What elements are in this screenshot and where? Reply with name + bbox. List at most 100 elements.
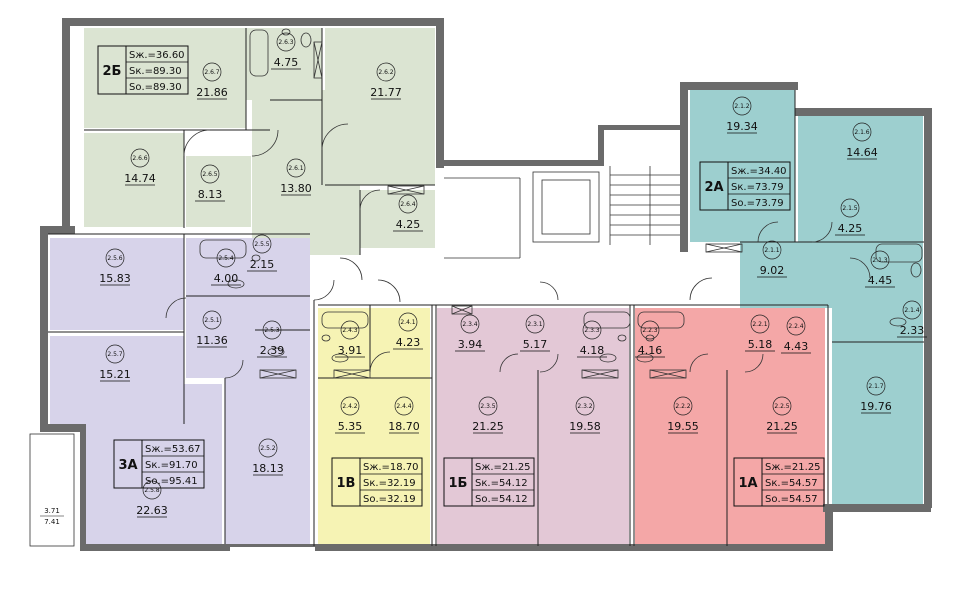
room-code-circle [340,320,360,340]
apartment-name: 1В [337,476,356,491]
room-code-circle [525,314,545,334]
room-code-circle [276,32,296,52]
room-area: 22.63 [136,504,168,517]
room-area: 9.02 [760,264,785,277]
outer-walls [40,18,932,551]
room-code-circle [202,62,222,82]
room-area: 14.64 [846,146,878,159]
room-code: 2.6.6 [132,155,147,162]
room-code: 2.1.3 [872,257,887,264]
room-area: 11.36 [196,334,228,347]
apartment-box [331,457,423,507]
room-code-circle [376,62,396,82]
room-area: 2.39 [260,344,285,357]
room-code-circle [575,396,595,416]
room-area: 4.23 [396,336,421,349]
room-code-circle [852,122,872,142]
room-code: 2.5.7 [107,351,122,358]
room-code: 2.4.4 [396,403,411,410]
apartment-box [733,457,825,507]
apartment-1a-fill [635,308,825,544]
room-code: 2.1.2 [734,103,749,110]
room-code: 2.6.3 [278,39,293,46]
room-code-circle [460,314,480,334]
room-area: 19.76 [860,400,892,413]
room-area: 4.00 [214,272,239,285]
balcony-area-bottom: 7.41 [44,518,60,526]
room-code: 2.2.3 [642,327,657,334]
room-code: 2.1.7 [868,383,883,390]
room-code-circle [105,344,125,364]
room-area: 15.83 [99,272,131,285]
apartment-overall-area: Sо.=89.30 [129,82,182,93]
room-area: 13.80 [280,182,312,195]
apartment-living-area: Sж.=53.67 [145,444,201,455]
apartment-name: 1А [738,476,757,491]
room-code-circle [394,396,414,416]
room-code-circle [262,320,282,340]
apartment-summaries: 2БSж.=36.60Sк.=89.30Sо.=89.302АSж.=34.40… [97,45,825,507]
interior-walls [48,28,924,546]
room-code-circle [772,396,792,416]
door-swings [165,123,871,379]
room-code-circle [762,240,782,260]
apartment-total-area: Sк.=32.19 [363,478,416,489]
room-code: 2.4.1 [400,319,415,326]
room-code-circle [286,158,306,178]
room-code: 2.1.6 [854,129,869,136]
apartment-box [443,457,535,507]
room-area: 5.35 [338,420,363,433]
apartment-overall-area: Sо.=54.57 [765,494,818,505]
room-area: 19.34 [726,120,758,133]
apartment-living-area: Sж.=34.40 [731,166,787,177]
room-area: 5.18 [748,338,773,351]
room-code: 2.5.1 [204,317,219,324]
apartment-total-area: Sк.=54.57 [765,478,818,489]
apartment-overall-area: Sо.=32.19 [363,494,416,505]
room-area: 4.75 [274,56,299,69]
room-code: 2.1.5 [842,205,857,212]
apartment-box [699,161,791,211]
room-code-circle [252,234,272,254]
room-code: 2.6.2 [378,69,393,76]
apartment-name: 3А [118,458,137,473]
room-code: 2.2.1 [752,321,767,328]
room-code-circle [130,148,150,168]
room-area: 4.18 [580,344,605,357]
room-code-circle [902,300,922,320]
room-code: 2.2.2 [675,403,690,410]
room-code: 2.1.1 [764,247,779,254]
room-code: 2.5.3 [264,327,279,334]
room-code-circle [478,396,498,416]
room-area: 18.13 [252,462,284,475]
room-code-circle [200,164,220,184]
apartment-1v-fill [318,308,430,544]
room-code: 2.4.3 [342,327,357,334]
room-code-circle [732,96,752,116]
room-code-circle [105,248,125,268]
room-area: 18.70 [388,420,420,433]
balcony-area-top: 3.71 [44,507,60,515]
room-code-circle [340,396,360,416]
room-area: 21.86 [196,86,228,99]
apartment-name: 2А [704,180,723,195]
apartment-overall-area: Sо.=73.79 [731,198,784,209]
room-area: 3.91 [338,344,363,357]
room-area: 21.25 [766,420,798,433]
apartment-1b-fill [437,308,629,544]
apartment-3a-fill [50,238,310,544]
room-code: 2.3.5 [480,403,495,410]
room-area: 21.77 [370,86,402,99]
room-area: 21.25 [472,420,504,433]
room-code-circle [398,194,418,214]
room-code-circle [142,480,162,500]
room-area: 5.17 [523,338,548,351]
room-area: 4.16 [638,344,663,357]
room-code-circle [582,320,602,340]
room-code-circle [202,310,222,330]
room-area: 4.25 [396,218,421,231]
room-area: 19.58 [569,420,601,433]
apartment-name: 2Б [103,64,122,79]
apartment-total-area: Sк.=89.30 [129,66,182,77]
